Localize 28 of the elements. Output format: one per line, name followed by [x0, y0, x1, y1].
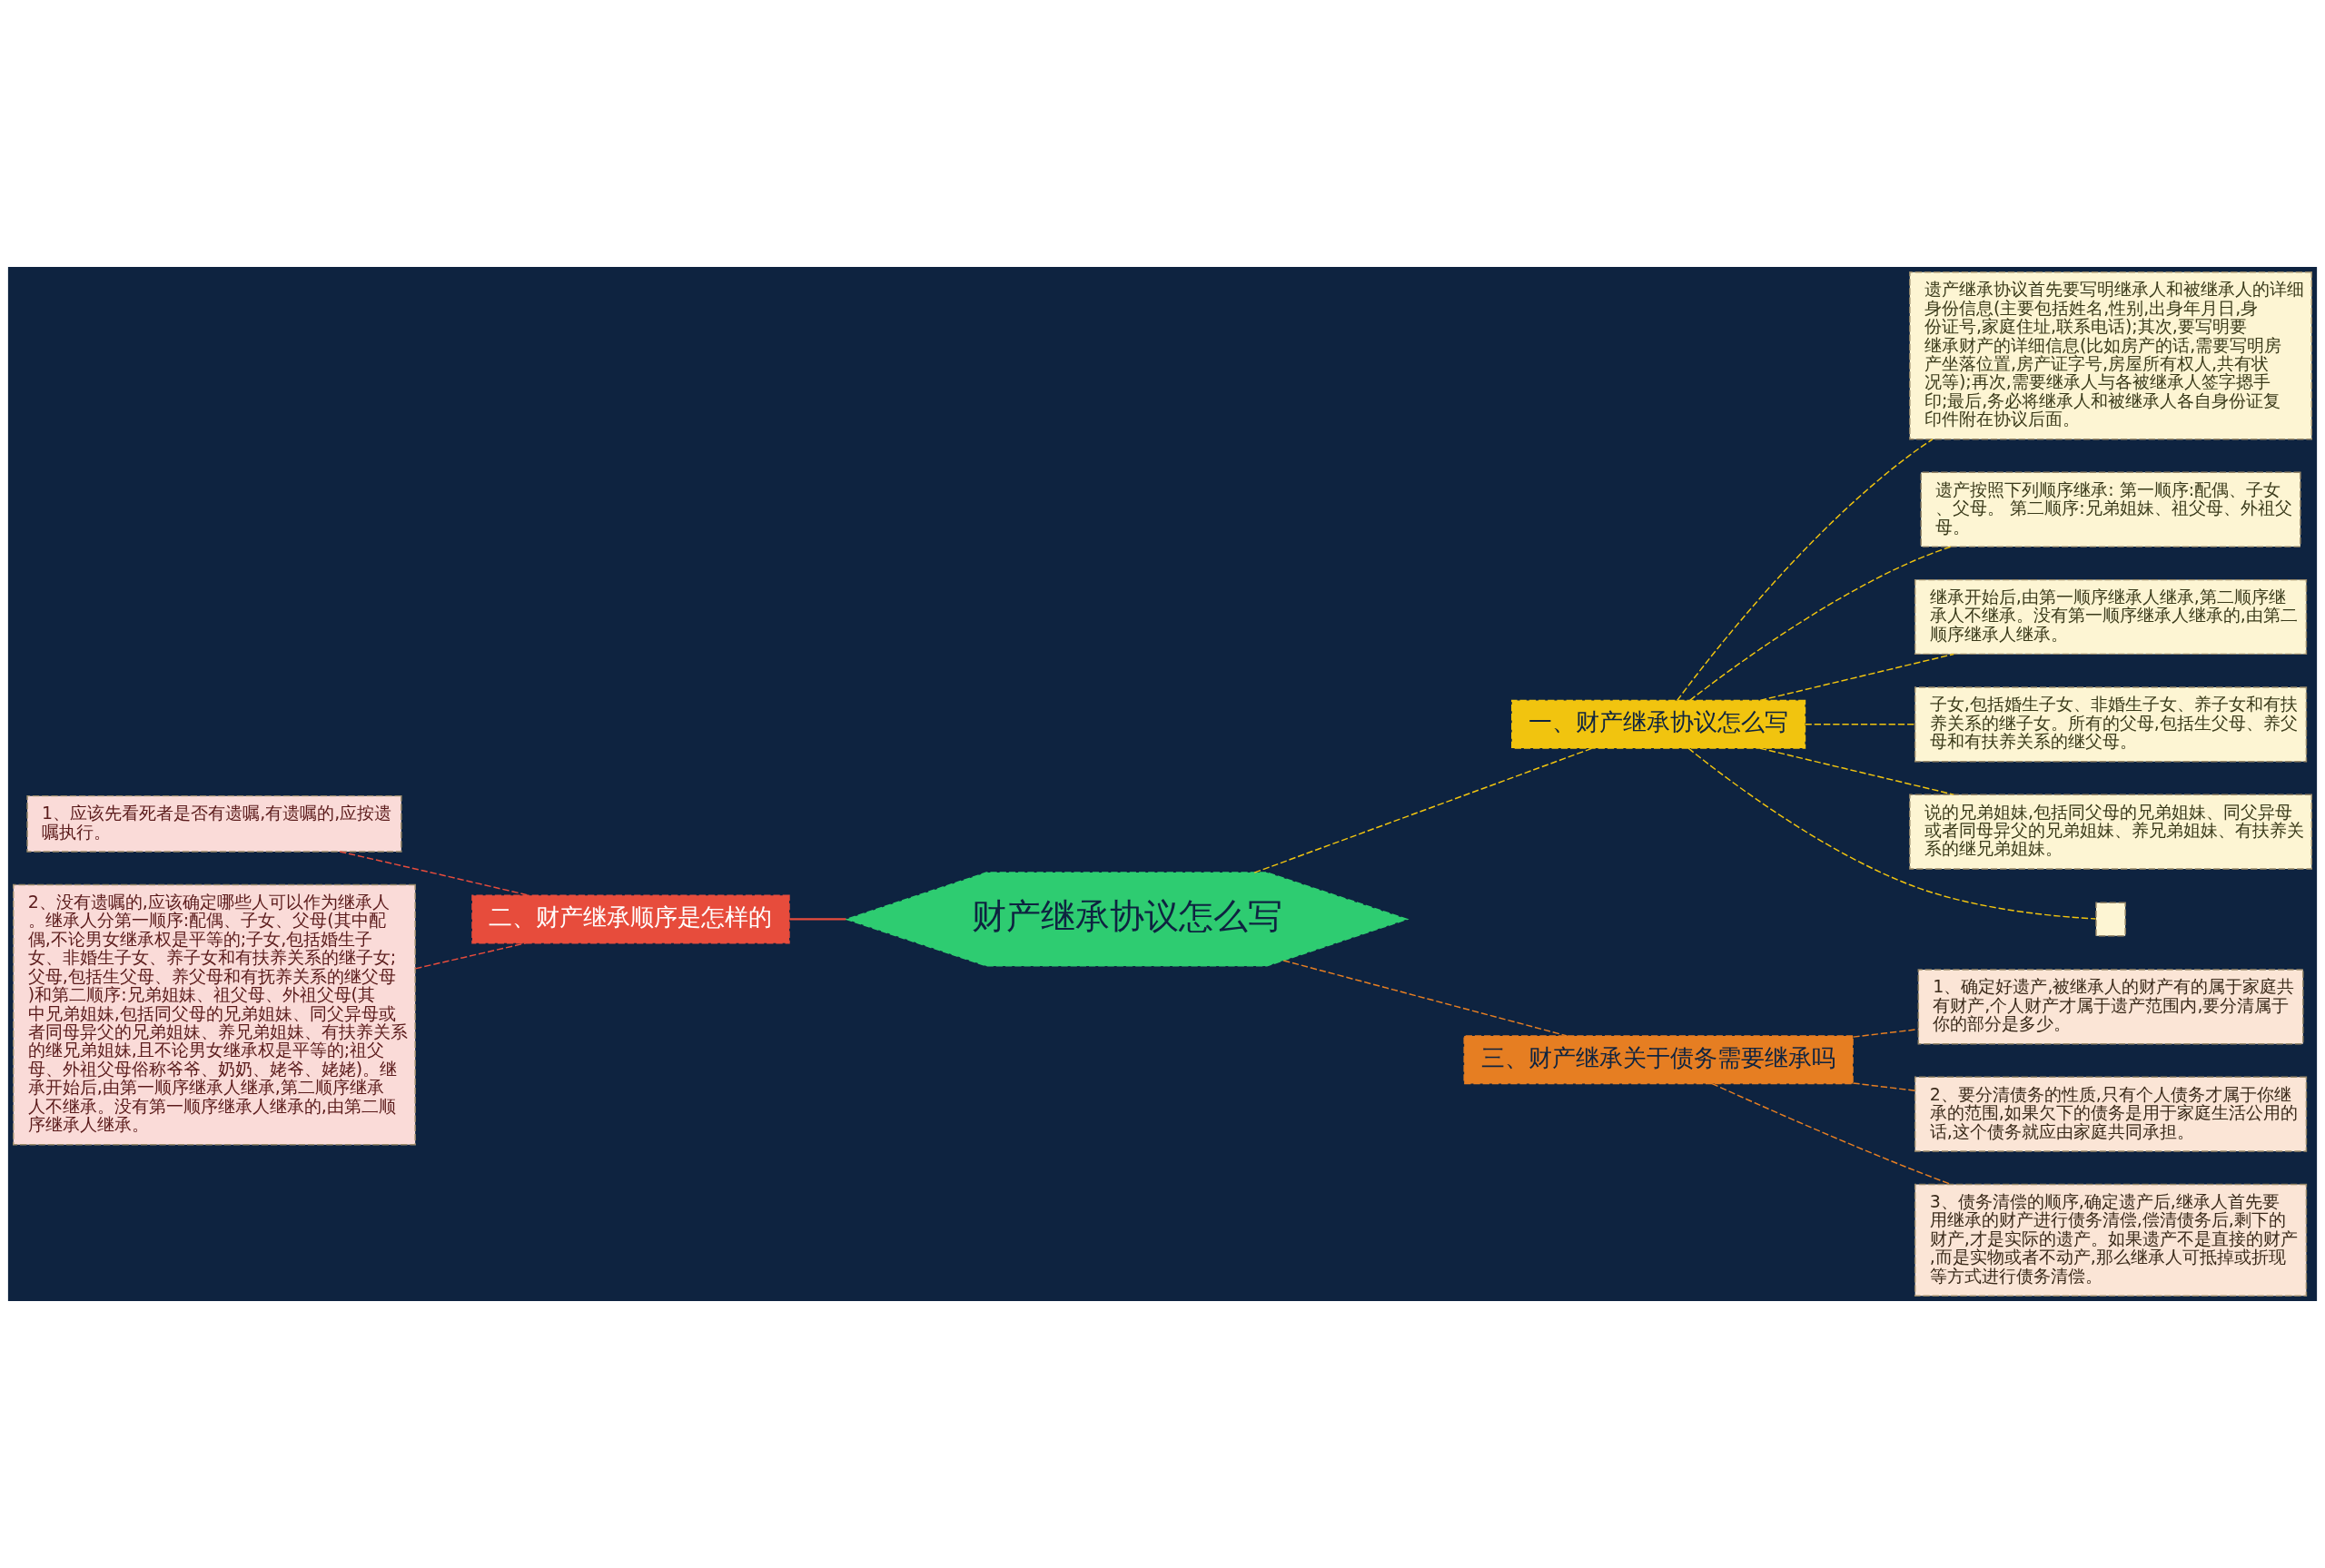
node-box: 二、财产继承顺序是怎样的: [471, 894, 790, 944]
connector: [1282, 960, 1568, 1037]
connector: [1759, 747, 1954, 795]
node-box: 1、确定好遗产,被继承人的财产有的属于家庭共有财产,个人财产才属于遗产范围内,要分清属于你的部分是多少。: [1917, 969, 2304, 1045]
connector: [1711, 1082, 1952, 1186]
connector: [1676, 439, 1934, 702]
node-box: 遗产按照下列顺序继承: 第一顺序:配偶、子女、父母。 第二顺序:兄弟姐妹、祖父母、外祖父母。: [1920, 471, 2301, 547]
connector: [339, 851, 529, 896]
node-box: 三、财产继承关于债务需要继承吗: [1463, 1035, 1854, 1085]
connector: [1759, 653, 1954, 702]
node-box: 2、要分清债务的性质,只有个人债务才属于你继承的范围,如果欠下的债务是用于家庭生活公用的话,这个债务就应由家庭共同承担。: [1914, 1076, 2308, 1152]
node-box: 2、没有遗嘱的,应该确定哪些人可以作为继承人。继承人分第一顺序:配偶、子女、父母(其中配偶,不论男女继承权是平等的;子女,包括婚生子女、非婚生子女、养子女和有扶养关系的继子女;父母,包括生父母、养父母和有抚养关系的继父母)和第二顺序:兄弟姐妹、祖父母、外祖父母(其中兄弟姐妹,包括同父母的兄弟姐妹、同父异母或者同母异父的兄弟姐妹、养兄弟姐妹、有扶养关系的继兄弟姐妹,且不论男女继承权是平等的;祖父母、外祖父母俗称爷爷、奶奶、姥爷、姥姥)。继承开始后,由第一顺序继承人继承,第二顺序继承人不继承。没有第一顺序继承人继承的,由第二顺序继承人继承。: [13, 883, 416, 1146]
node-box: 子女,包括婚生子女、非婚生子女、养子女和有扶养关系的继子女。所有的父母,包括生父母、养父母和有扶养关系的继父母。: [1914, 686, 2308, 763]
connector: [789, 918, 846, 921]
connector: [1852, 1028, 1919, 1038]
node-box: 继承开始后,由第一顺序继承人继承,第二顺序继承人不继承。没有第一顺序继承人继承的,由第二顺序继承人继承。: [1914, 578, 2308, 656]
connector: [1253, 747, 1593, 873]
node-box: [2095, 902, 2126, 937]
connector: [1687, 747, 2097, 920]
connector: [1804, 724, 1916, 725]
node-box: 说的兄弟姐妹,包括同父母的兄弟姐妹、同父异母或者同母异父的兄弟姐妹、养兄弟姐妹、有扶养关系的继兄弟姐妹。: [1909, 794, 2312, 870]
node-box: 一、财产继承协议怎么写: [1511, 699, 1806, 749]
connector: [1852, 1082, 1916, 1091]
node-box: 1、应该先看死者是否有遗嘱,有遗嘱的,应按遗嘱执行。: [26, 794, 402, 853]
node-box: 遗产继承协议首先要写明继承人和被继承人的详细身份信息(主要包括姓名,性别,出身年月日,身份证号,家庭住址,联系电话);其次,要写明要继承财产的详细信息(比如房产的话,需要写明房产坐落位置,房产证字号,房屋所有权人,共有状况等);再次,需要继承人与各被继承人签字摁手印;最后,务必将继承人和被继承人各自身份证复印件附在协议后面。: [1909, 271, 2312, 440]
connector: [1689, 546, 1952, 702]
connector: [414, 942, 527, 970]
node-box: 3、债务清偿的顺序,确定遗产后,继承人首先要用继承的财产进行债务清偿,偿清债务后,剩下的财产,才是实际的遗产。如果遗产不是直接的财产,而是实物或者不动产,那么继承人可抵掉或折现等方式进行债务清偿。: [1914, 1183, 2308, 1297]
